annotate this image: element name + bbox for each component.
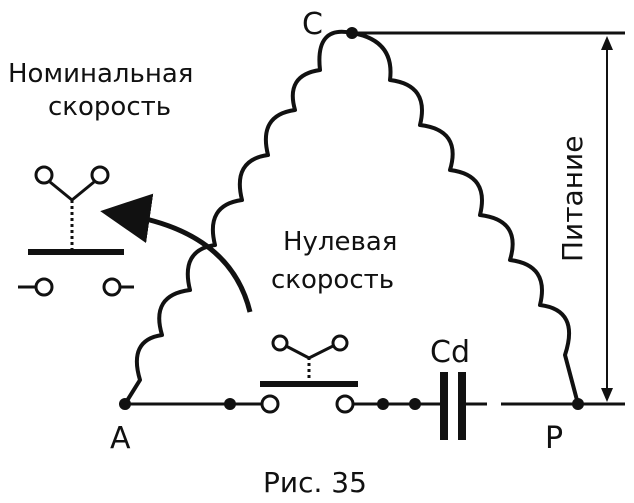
transition-arrow	[100, 193, 253, 313]
node-label-p: P	[545, 421, 563, 456]
nominal-speed-label-1: Номинальная	[8, 59, 193, 89]
node-dot-a	[119, 398, 131, 410]
nominal-speed-label-2: скорость	[48, 92, 171, 122]
figure-caption: Рис. 35	[263, 466, 367, 499]
zero-speed-switch	[230, 334, 383, 414]
node-dot-c	[346, 27, 358, 39]
capacitor-cd	[415, 372, 501, 440]
winding-left	[123, 29, 353, 406]
node-label-a: A	[110, 421, 131, 456]
node-dot-p	[572, 398, 584, 410]
winding-right	[351, 31, 580, 405]
node-label-c: C	[302, 7, 323, 42]
capacitor-label: Cd	[430, 335, 470, 370]
supply-label: Питание	[556, 136, 589, 262]
zero-speed-label-2: скорость	[271, 265, 394, 295]
nominal-speed-switch	[18, 165, 134, 297]
supply-dimension	[601, 36, 613, 402]
zero-speed-label-1: Нулевая	[283, 227, 397, 257]
